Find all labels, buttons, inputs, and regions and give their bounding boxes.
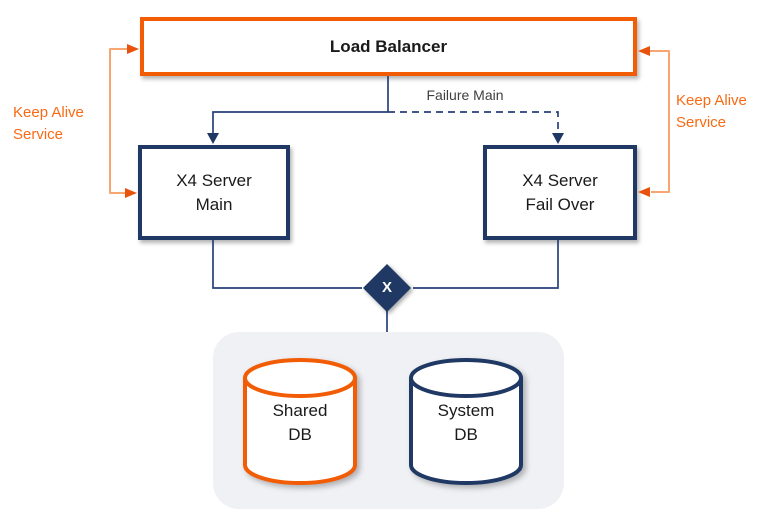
failure-main-dashed-connector bbox=[388, 111, 559, 132]
x4-server-failover-node: X4 Server Fail Over bbox=[483, 145, 637, 240]
keep-alive-right-label: Keep Alive Service bbox=[676, 92, 747, 131]
system-db-label: System DB bbox=[437, 401, 495, 444]
shared-db-label: Shared DB bbox=[272, 401, 328, 444]
arrowhead-into-load-balancer-left-icon bbox=[127, 44, 139, 54]
arrowhead-down-failover-icon bbox=[552, 133, 564, 144]
lb-to-main-connector bbox=[212, 111, 388, 133]
main-to-switch-connector bbox=[212, 240, 362, 289]
failover-switch-x-label: X bbox=[381, 279, 392, 296]
keep-alive-right-connector bbox=[648, 50, 670, 193]
load-balancer-node: Load Balancer bbox=[140, 17, 637, 76]
arrowhead-into-server-main-icon bbox=[125, 188, 137, 198]
arrowhead-down-main-icon bbox=[207, 133, 219, 144]
arrowhead-into-load-balancer-right-icon bbox=[638, 46, 650, 56]
keep-alive-left-label: Keep Alive Service bbox=[13, 104, 84, 143]
arrowhead-into-server-failover-icon bbox=[638, 187, 650, 197]
failure-main-label: Failure Main bbox=[426, 87, 504, 103]
x4-server-main-node: X4 Server Main bbox=[138, 145, 290, 240]
failover-to-switch-connector bbox=[413, 240, 559, 289]
